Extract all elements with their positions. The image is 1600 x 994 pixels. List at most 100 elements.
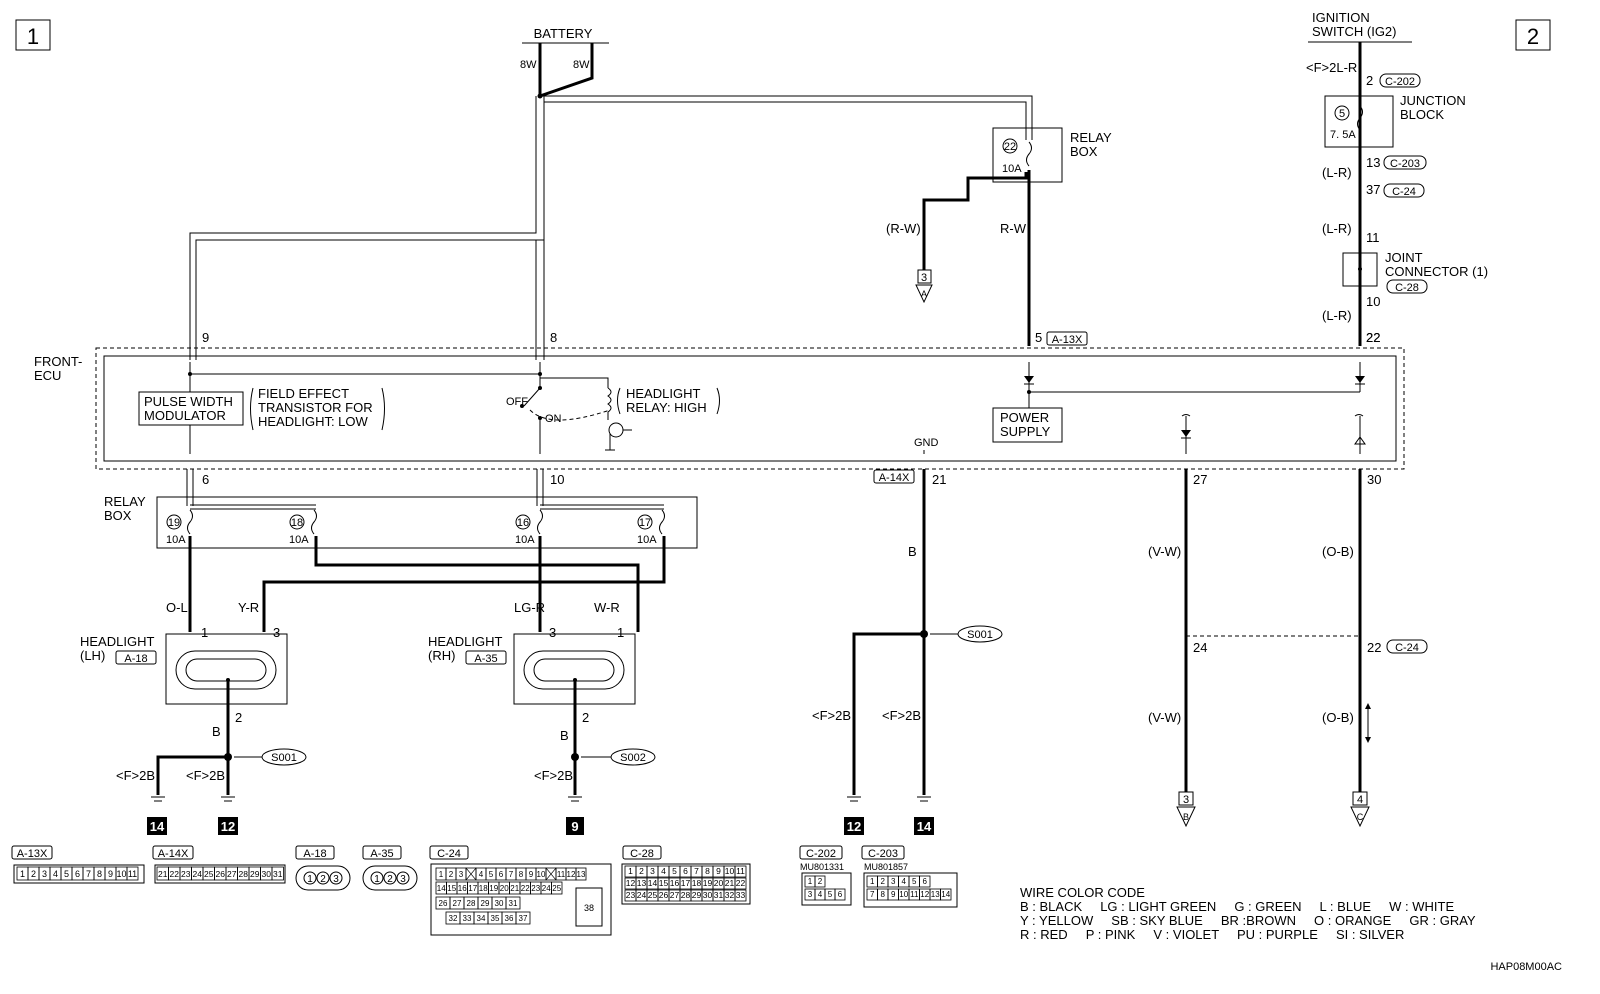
relay-box-top-label-1: RELAY xyxy=(1070,130,1112,145)
junction-out-pin: 13 xyxy=(1366,155,1380,170)
c202-pin: 1 xyxy=(808,877,813,886)
splice-s001-ecu-text: S001 xyxy=(967,629,993,641)
ecu-gnd-wire: B xyxy=(908,544,917,559)
c28-pin: 18 xyxy=(692,878,702,888)
ecu-pin-30: 30 xyxy=(1367,472,1381,487)
ecu-pin-5: 5 xyxy=(1035,330,1042,345)
ign-pin-10: 10 xyxy=(1366,294,1380,309)
c28-pin: 24 xyxy=(637,890,647,900)
fuse-16-circle xyxy=(515,514,531,530)
gnd-ecu-right-code: <F>2B xyxy=(882,708,921,723)
ground-ref-9-box xyxy=(566,817,584,835)
wire-lh-gnd-branch xyxy=(156,755,228,795)
a13x-pin: 8 xyxy=(97,869,102,879)
ecu-pin-10: 10 xyxy=(550,472,564,487)
ref3a-letter: A xyxy=(921,289,927,299)
wire-rw-right-code: R-W xyxy=(1000,221,1027,236)
wire-bat-to-pin9-a xyxy=(189,96,537,360)
fuse-22-number: 22 xyxy=(1004,141,1016,153)
fuse-18-circle xyxy=(289,514,305,530)
rh-gnd-pin: 2 xyxy=(582,710,589,725)
c24-pin: 22 xyxy=(521,884,530,893)
fuse-16-amp: 10A xyxy=(515,534,535,546)
c28-pin: 29 xyxy=(692,890,702,900)
wire-bat-to-pin9-b xyxy=(195,96,545,360)
conn-c24-tag-bottom-text: C-24 xyxy=(1395,642,1419,654)
ref3a-triangle xyxy=(915,284,933,304)
conn-c202-tag-text: C-202 xyxy=(1385,76,1415,88)
diode-3 xyxy=(1181,430,1191,437)
c28-pin: 14 xyxy=(648,878,658,888)
headlight-lh-label-1: HEADLIGHT xyxy=(80,634,154,649)
pwm-box xyxy=(138,391,244,426)
ecu-pin-21: 21 xyxy=(932,472,946,487)
fuse-17-symbol xyxy=(659,509,665,535)
junction-block xyxy=(1324,95,1394,148)
c24-pin: 27 xyxy=(453,899,462,908)
arrow-up-head xyxy=(1365,703,1371,709)
ecu-node-3 xyxy=(1027,390,1031,394)
ref4-triangle xyxy=(1350,806,1370,828)
c28-pin: 7 xyxy=(694,866,699,876)
c24-blank xyxy=(465,867,477,881)
a13x-pin: 11 xyxy=(128,869,137,879)
a14x-pin: 27 xyxy=(227,869,237,879)
headlight-lh-lamp-inner xyxy=(185,658,267,682)
c28-pin: 5 xyxy=(672,866,677,876)
fuse-16-number: 16 xyxy=(517,517,529,529)
joint-connector-dot xyxy=(1358,267,1362,271)
connector-c202-body xyxy=(801,872,852,906)
battery-wire-b xyxy=(539,43,594,98)
grid-a18-pin-circle xyxy=(329,871,343,885)
battery-label: BATTERY xyxy=(534,26,593,41)
battery-wire-b-code: 8W xyxy=(573,59,590,71)
diode-1 xyxy=(1024,376,1034,383)
relay-label-1: HEADLIGHT xyxy=(626,386,700,401)
c203-pin: 8 xyxy=(881,890,886,899)
a14x-pin: 28 xyxy=(239,869,249,879)
rh-wire2-code: W-R xyxy=(594,600,620,615)
ecu-pin-6: 6 xyxy=(202,472,209,487)
conn-a35-tag-text: A-35 xyxy=(474,653,497,665)
switch-on-label: ON xyxy=(545,413,562,425)
a13x-pin: 4 xyxy=(53,869,58,879)
c203-pin: 7 xyxy=(870,890,875,899)
conn-a18-tag-text: A-18 xyxy=(124,653,147,665)
ground-ref-12a: 12 xyxy=(221,819,235,834)
a14x-pin: 30 xyxy=(262,869,272,879)
conn-c28-tag xyxy=(1386,279,1428,294)
battery-wire-a-code: 8W xyxy=(520,59,537,71)
fuse-5-number: 5 xyxy=(1339,108,1345,120)
ref3b-triangle xyxy=(1176,806,1196,828)
arrow-down-head xyxy=(1365,737,1371,743)
front-ecu-label-2: ECU xyxy=(34,368,61,383)
a14x-pin: 21 xyxy=(158,869,168,879)
conn-c24-tag-top xyxy=(1383,183,1425,198)
c28-pin: 28 xyxy=(681,890,691,900)
grid-a35-pin-circle xyxy=(370,871,384,885)
ignition-wire-code: <F>2L-R xyxy=(1306,60,1357,75)
conn-face-a18-name: A-18 xyxy=(303,848,326,860)
a13x-pin: 2 xyxy=(31,869,36,879)
fuse-17-circle xyxy=(637,514,653,530)
c28-pin: 33 xyxy=(736,890,746,900)
conn-face-a35-tag xyxy=(362,845,402,860)
fuse-5-circle xyxy=(1334,105,1350,121)
c202-pin: 5 xyxy=(828,890,833,899)
c203-pin: 3 xyxy=(891,877,896,886)
connector-c28-body xyxy=(621,863,751,905)
power-supply-label-1: POWER xyxy=(1000,410,1049,425)
a13x-pin: 6 xyxy=(75,869,80,879)
c24-pin: 24 xyxy=(542,884,551,893)
fuse-19-amp: 10A xyxy=(166,534,186,546)
a14x-pin: 31 xyxy=(273,869,283,879)
c28-cell xyxy=(734,865,747,878)
ref3b-letter: B xyxy=(1183,812,1189,822)
c28-cell xyxy=(734,877,747,890)
